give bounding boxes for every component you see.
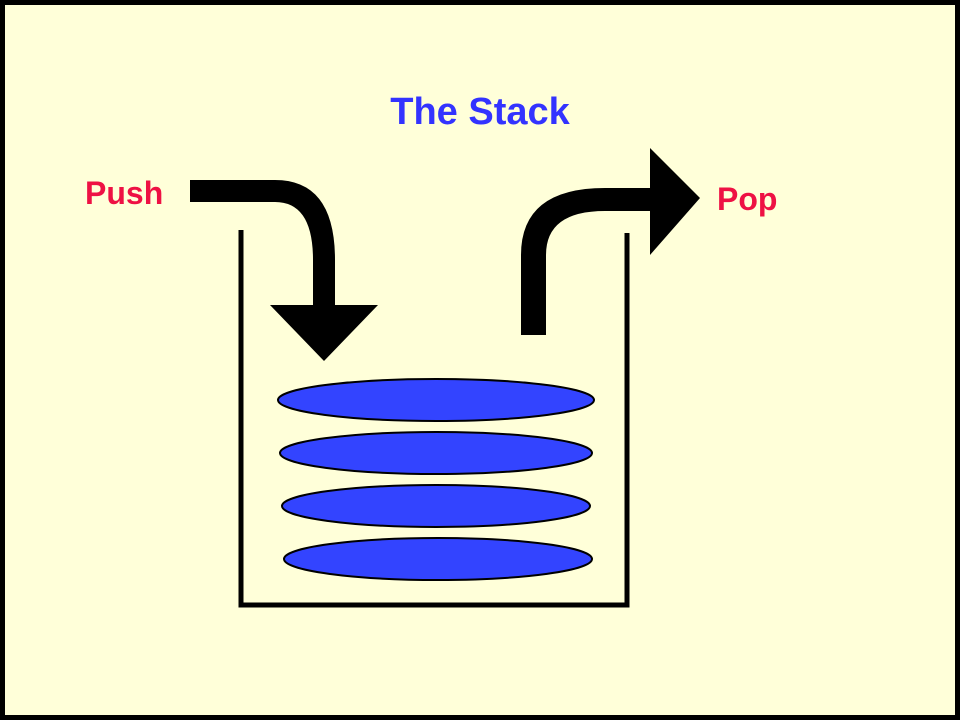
push-arrow-icon	[190, 180, 378, 361]
plate	[277, 378, 595, 422]
slide: The Stack Push Pop	[3, 3, 957, 717]
stack-diagram	[190, 148, 700, 608]
plates	[277, 378, 595, 581]
plate	[283, 537, 593, 581]
plate	[281, 484, 591, 528]
stack-container	[238, 230, 630, 608]
page-title: The Stack	[390, 91, 570, 133]
push-label: Push	[85, 175, 164, 211]
plate	[279, 431, 593, 475]
pop-arrow-icon	[521, 148, 700, 335]
pop-label: Pop	[717, 181, 778, 217]
